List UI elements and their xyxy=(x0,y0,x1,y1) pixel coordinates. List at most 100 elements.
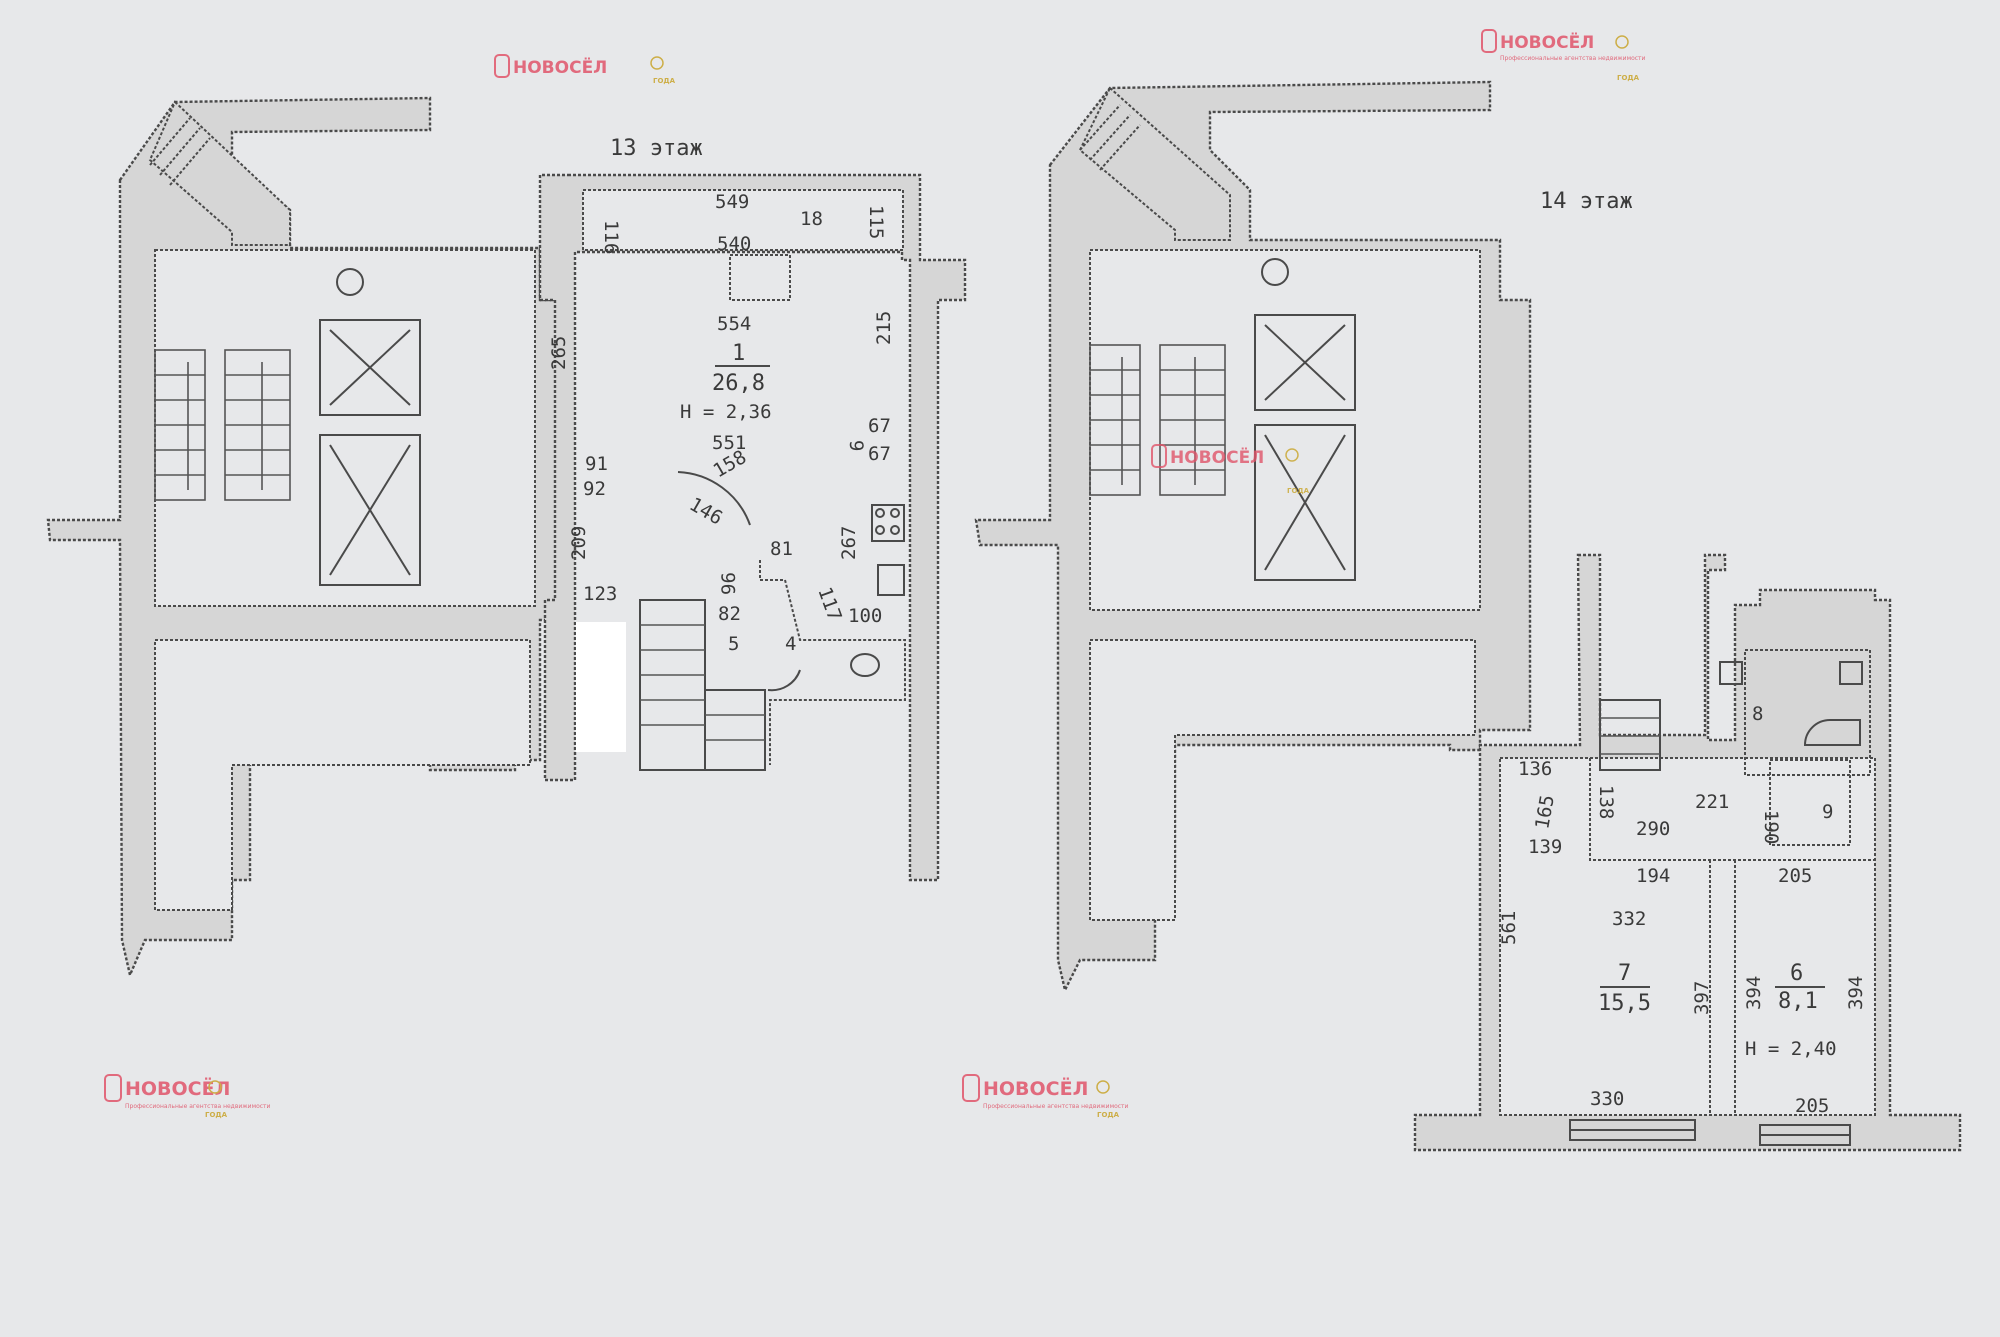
floor14-diagonal-wing xyxy=(1078,86,1231,241)
floor14-title: 14 этаж xyxy=(1540,189,1633,214)
svg-text:НОВОСЁЛ: НОВОСЁЛ xyxy=(1500,31,1594,53)
watermark-center: НОВОСЁЛ ГОДА xyxy=(1151,444,1310,495)
floor14-height: H = 2,40 xyxy=(1745,1038,1837,1060)
svg-text:НОВОСЁЛ: НОВОСЁЛ xyxy=(513,56,607,78)
room-9-number: 9 xyxy=(1822,801,1833,823)
svg-text:Профессиональные агентства нед: Профессиональные агентства недвижимости xyxy=(983,1103,1129,1110)
brand-logo-icon xyxy=(494,54,510,78)
dim-92: 92 xyxy=(583,478,606,500)
room-1-number: 1 xyxy=(732,341,745,366)
floor14-toilet xyxy=(1803,719,1861,746)
dim-139: 139 xyxy=(1528,836,1562,858)
room-6-area: 8,1 xyxy=(1778,989,1818,1014)
dim-221: 221 xyxy=(1695,791,1729,813)
floor13-lifts xyxy=(319,268,421,586)
dim-554: 554 xyxy=(717,313,751,335)
room-6-number: 6 xyxy=(1790,961,1803,986)
room-7-area: 15,5 xyxy=(1598,991,1651,1016)
room-1-area: 26,8 xyxy=(712,371,765,396)
svg-text:ГОДА: ГОДА xyxy=(1287,487,1310,495)
award-icon xyxy=(1096,1080,1110,1094)
floor14-core-room xyxy=(1089,249,1481,611)
floor13-loggia xyxy=(582,189,904,251)
award-icon xyxy=(650,56,664,70)
award-icon xyxy=(1615,35,1629,49)
dim-115: 115 xyxy=(865,205,887,239)
svg-text:Профессиональные агентства нед: Профессиональные агентства недвижимости xyxy=(1500,55,1646,62)
floor-13-plan: 13 этаж 549 540 554 116 18 115 1 26,8 H … xyxy=(46,96,967,979)
dim-123: 123 xyxy=(583,583,617,605)
floor13-diagonal-wing xyxy=(148,100,291,246)
floor13-door-swing xyxy=(677,471,751,526)
dim-81: 81 xyxy=(770,538,793,560)
floor14-rooms xyxy=(1499,757,1876,1116)
dim-267: 267 xyxy=(838,526,860,560)
dim-67-a: 67 xyxy=(868,415,891,437)
floor-14-plan: 14 этаж 136 165 138 221 190 290 9 8 139 … xyxy=(974,80,1962,1152)
floor13-sink xyxy=(877,564,905,596)
dim-190: 190 xyxy=(1760,810,1782,844)
svg-text:НОВОСЁЛ: НОВОСЁЛ xyxy=(125,1076,230,1100)
floor13-diagonal-stair xyxy=(149,117,191,166)
floor14-lifts xyxy=(1254,258,1356,581)
dim-136: 136 xyxy=(1518,758,1552,780)
svg-text:НОВОСЁЛ: НОВОСЁЛ xyxy=(1170,446,1264,468)
floor14-bath xyxy=(1744,649,1871,776)
award-icon xyxy=(208,1080,222,1094)
dim-91: 91 xyxy=(585,453,608,475)
dim-551: 551 xyxy=(712,432,746,454)
dim-549: 549 xyxy=(715,191,749,213)
floor13-room1 xyxy=(583,310,903,610)
dim-116: 116 xyxy=(600,220,622,254)
floor14-hall-wall xyxy=(1589,758,1875,861)
dim-96: 96 xyxy=(718,572,740,595)
dim-209: 209 xyxy=(568,526,590,560)
room-4-number: 4 xyxy=(785,633,796,655)
room-1-height: H = 2,36 xyxy=(680,401,772,423)
floor14-small-stair xyxy=(1599,699,1661,771)
floor14-corridor xyxy=(1089,639,1476,921)
dim-332: 332 xyxy=(1612,908,1646,930)
room-7-number: 7 xyxy=(1618,961,1631,986)
svg-text:ГОДА: ГОДА xyxy=(653,77,676,85)
dim-82: 82 xyxy=(718,603,741,625)
svg-text:НОВОСЁЛ: НОВОСЁЛ xyxy=(983,1076,1088,1100)
svg-text:ГОДА: ГОДА xyxy=(205,1111,228,1119)
dim-397: 397 xyxy=(1691,981,1713,1015)
svg-text:Профессиональные агентства нед: Профессиональные агентства недвижимости xyxy=(125,1103,271,1110)
watermark-bottom-left: НОВОСЁЛ Профессиональные агентства недви… xyxy=(104,1074,271,1119)
dim-561: 561 xyxy=(1498,911,1520,945)
award-icon xyxy=(1285,448,1299,462)
dim-9: 9 xyxy=(845,440,867,451)
dim-205-b: 205 xyxy=(1795,1095,1829,1117)
dim-394-b: 394 xyxy=(1845,976,1867,1010)
floor13-window-niche xyxy=(729,254,791,301)
brand-logo-icon xyxy=(1481,29,1497,53)
floor13-internal-stair xyxy=(639,599,766,771)
room-5-number: 5 xyxy=(728,633,739,655)
dim-394-a: 394 xyxy=(1743,976,1765,1010)
dim-205-a: 205 xyxy=(1778,865,1812,887)
floor13-toilet xyxy=(850,653,880,677)
watermark-top-left: НОВОСЁЛ ГОДА xyxy=(494,54,676,85)
floor13-corridor xyxy=(154,639,531,911)
room-8-number: 8 xyxy=(1752,703,1763,725)
dim-18: 18 xyxy=(800,208,823,230)
floor14-storage xyxy=(1769,759,1851,846)
floor13-bath-door xyxy=(767,669,801,692)
floor14-stairs xyxy=(1089,344,1226,496)
brand-logo-icon xyxy=(1151,444,1167,468)
dim-100: 100 xyxy=(848,605,882,627)
brand-logo-icon xyxy=(104,1074,122,1102)
watermark-bottom-center: НОВОСЁЛ Профессиональные агентства недви… xyxy=(962,1074,1129,1119)
dim-330: 330 xyxy=(1590,1088,1624,1110)
floor13-title: 13 этаж xyxy=(610,136,703,161)
dim-67-b: 67 xyxy=(868,443,891,465)
svg-text:ГОДА: ГОДА xyxy=(1097,1111,1120,1119)
brand-logo-icon xyxy=(962,1074,980,1102)
redacted-area xyxy=(576,622,626,752)
svg-text:ГОДА: ГОДА xyxy=(1617,74,1640,82)
dim-290: 290 xyxy=(1636,818,1670,840)
